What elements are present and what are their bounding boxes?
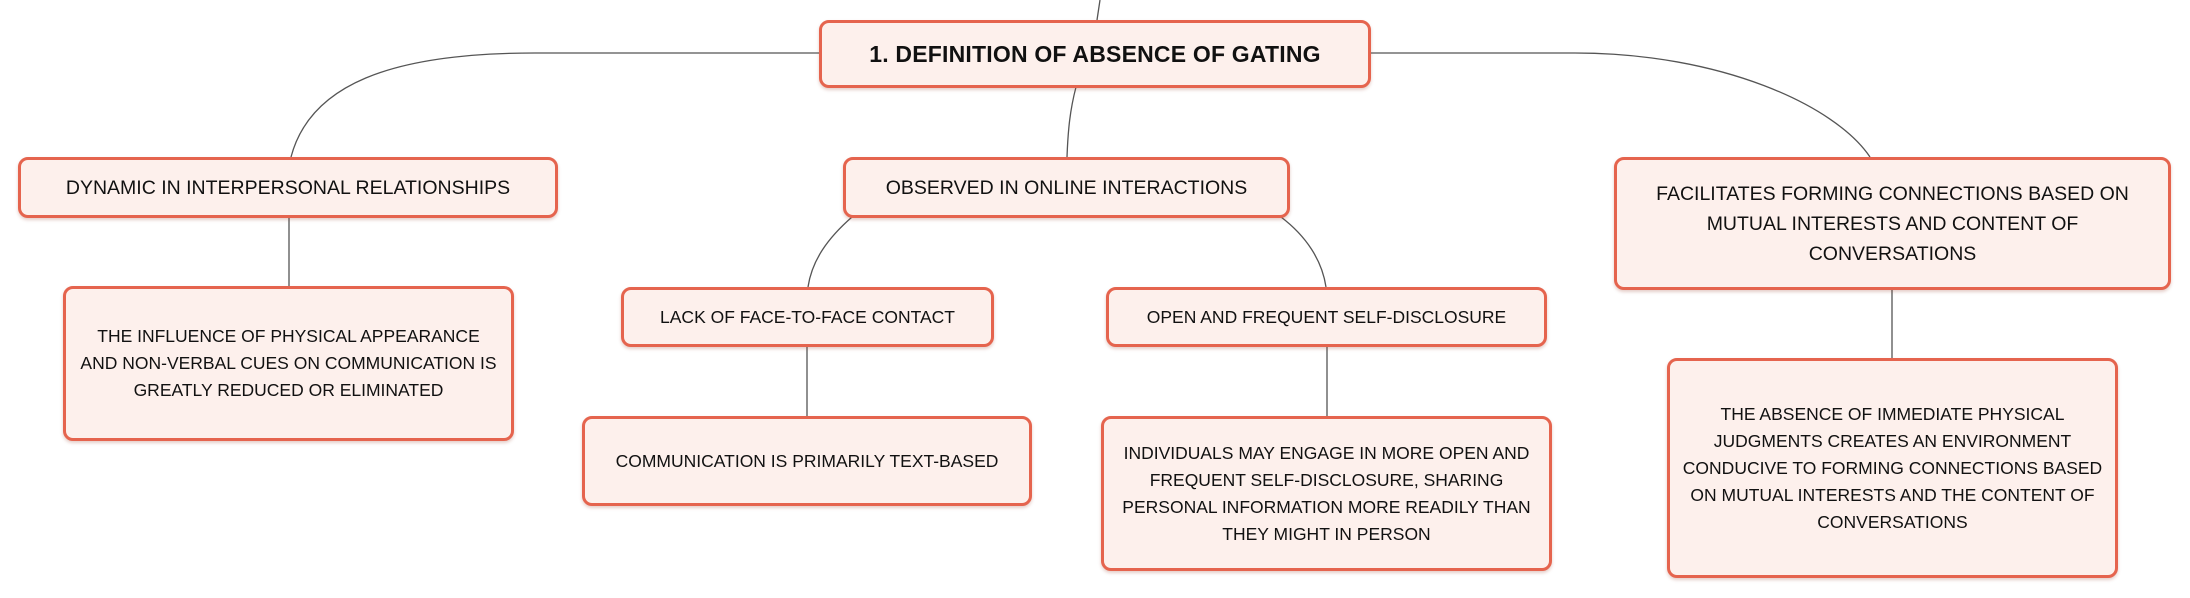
subtopic-self-disclosure[interactable]: OPEN AND FREQUENT SELF-DISCLOSURE [1106, 287, 1547, 347]
detail-absence-judgments[interactable]: THE ABSENCE OF IMMEDIATE PHYSICAL JUDGME… [1667, 358, 2118, 578]
detail-self-disclosure-text: INDIVIDUALS MAY ENGAGE IN MORE OPEN AND … [1122, 442, 1531, 544]
topic-dynamic-relationships-label: DYNAMIC IN INTERPERSONAL RELATIONSHIPS [65, 176, 511, 199]
detail-text-based-text: COMMUNICATION IS PRIMARILY TEXT-BASED [615, 450, 999, 471]
connector-root-to-dynamic [290, 52, 820, 158]
topic-online-interactions[interactable]: OBSERVED IN ONLINE INTERACTIONS [843, 157, 1290, 218]
detail-text-based[interactable]: COMMUNICATION IS PRIMARILY TEXT-BASED [582, 416, 1032, 506]
detail-physical-appearance-text: THE INFLUENCE OF PHYSICAL APPEARANCE AND… [80, 326, 497, 400]
root-topic-label: 1. DEFINITION OF ABSENCE OF GATING [869, 40, 1321, 67]
detail-self-disclosure[interactable]: INDIVIDUALS MAY ENGAGE IN MORE OPEN AND … [1101, 416, 1552, 571]
connector-online-to-lack [807, 216, 853, 288]
topic-facilitates-connections[interactable]: FACILITATES FORMING CONNECTIONS BASED ON… [1614, 157, 2171, 290]
root-topic[interactable]: 1. DEFINITION OF ABSENCE OF GATING [819, 20, 1371, 88]
connector-root-to-online [1066, 86, 1077, 158]
subtopic-lack-face-to-face[interactable]: LACK OF FACE-TO-FACE CONTACT [621, 287, 994, 347]
detail-absence-judgments-text: THE ABSENCE OF IMMEDIATE PHYSICAL JUDGME… [1682, 403, 2103, 532]
topic-online-interactions-label: OBSERVED IN ONLINE INTERACTIONS [885, 176, 1248, 199]
connector-online-to-disclosure [1280, 216, 1327, 288]
connector-parent-to-root [1096, 0, 1101, 21]
detail-physical-appearance[interactable]: THE INFLUENCE OF PHYSICAL APPEARANCE AND… [63, 286, 514, 441]
topic-facilitates-connections-label: FACILITATES FORMING CONNECTIONS BASED ON… [1656, 182, 2129, 265]
subtopic-self-disclosure-label: OPEN AND FREQUENT SELF-DISCLOSURE [1146, 306, 1507, 327]
subtopic-lack-face-to-face-label: LACK OF FACE-TO-FACE CONTACT [660, 306, 955, 327]
connector-root-to-facilitates [1371, 52, 1871, 158]
topic-dynamic-relationships[interactable]: DYNAMIC IN INTERPERSONAL RELATIONSHIPS [18, 157, 558, 218]
